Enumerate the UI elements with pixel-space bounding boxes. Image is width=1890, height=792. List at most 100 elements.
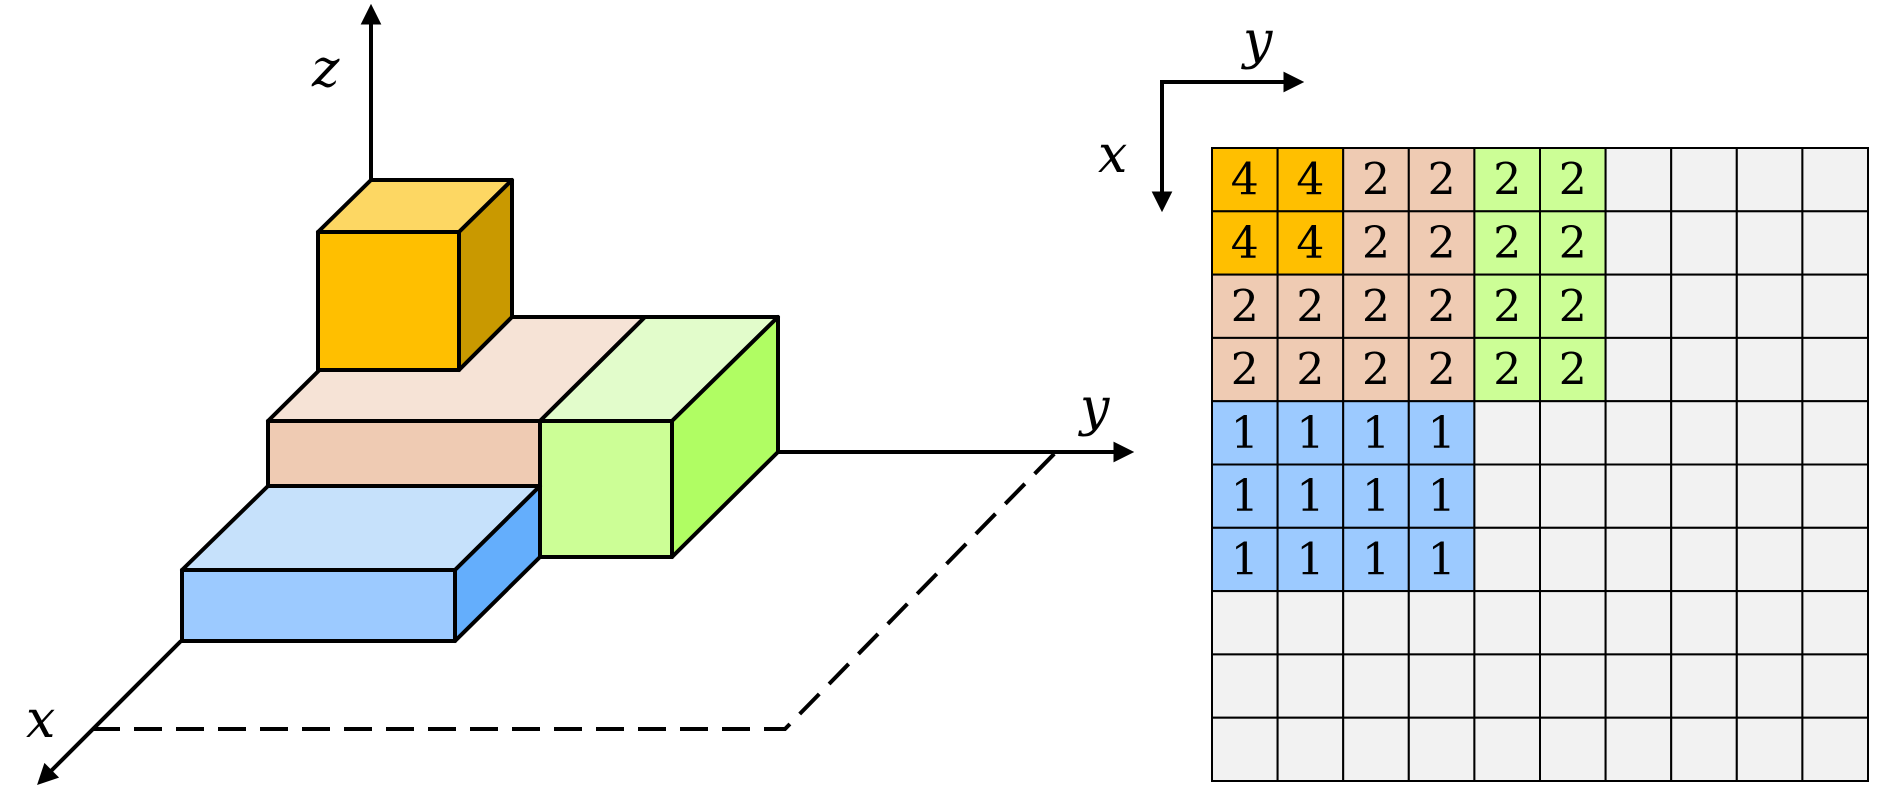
grid-y-axis-label: y (1241, 11, 1273, 71)
grid-cell (1539, 526, 1607, 593)
grid-cell (1539, 400, 1607, 466)
grid-cell (1276, 336, 1345, 403)
grid-cell-value: 1 (1362, 534, 1390, 585)
grid-cell (1735, 463, 1804, 529)
grid-cell-value: 1 (1296, 534, 1324, 585)
grid-cell (1342, 590, 1410, 656)
grid-cell (1276, 400, 1345, 466)
grid-cell (1670, 336, 1738, 403)
grid-cell (1801, 273, 1870, 339)
grid-cell-value: 2 (1428, 218, 1456, 269)
grid-cell-value: 2 (1296, 345, 1324, 396)
grid-x-axis-label: x (1098, 125, 1127, 185)
grid-cell (1473, 400, 1542, 466)
grid-cell (1735, 526, 1804, 593)
grid-cell (1670, 463, 1738, 529)
grid-cell-value: 2 (1428, 345, 1456, 396)
grid-cell (1801, 336, 1870, 403)
grid-cell-value: 4 (1296, 218, 1324, 269)
grid-cell (1670, 653, 1738, 719)
grid-cell (1211, 273, 1279, 339)
grid-cell (1407, 336, 1476, 403)
grid-cell-value: 2 (1362, 345, 1390, 396)
grid-cell (1342, 147, 1410, 213)
grid-cell (1801, 526, 1870, 593)
grid-cell (1539, 716, 1607, 783)
grid-cell (1407, 463, 1476, 529)
isometric-view: z y x (26, 3, 1135, 785)
grid-cell-value: 2 (1559, 281, 1587, 332)
z-axis-label: z (311, 39, 340, 99)
grid-cell (1342, 716, 1410, 783)
grid-cell (1473, 590, 1542, 656)
grid-cell (1539, 463, 1607, 529)
grid-cell-value: 2 (1559, 218, 1587, 269)
grid-cell-value: 2 (1493, 155, 1521, 206)
grid-cell-value: 4 (1231, 218, 1259, 269)
grid-cell (1735, 336, 1804, 403)
grid-cell (1276, 653, 1345, 719)
grid-cell-value: 2 (1559, 345, 1587, 396)
grid-cell (1735, 653, 1804, 719)
grid-cell (1473, 336, 1542, 403)
grid-cell-value: 1 (1231, 471, 1259, 522)
grid-cell-value: 2 (1493, 281, 1521, 332)
grid-cell (1407, 590, 1476, 656)
grid-cell (1604, 273, 1673, 339)
grid-cell (1604, 590, 1673, 656)
grid-cell-value: 2 (1231, 345, 1259, 396)
grid-cell (1276, 590, 1345, 656)
blue-block (180, 484, 542, 643)
grid-cell-value: 2 (1231, 281, 1259, 332)
grid-cell (1670, 590, 1738, 656)
grid-cell (1211, 653, 1279, 719)
grid-cell-value: 1 (1296, 471, 1324, 522)
grid-cell (1407, 400, 1476, 466)
grid-cell (1604, 716, 1673, 783)
grid-cell-value: 4 (1296, 155, 1324, 206)
grid-cell-value: 2 (1362, 218, 1390, 269)
grid-cell (1604, 147, 1673, 213)
grid-cell-value: 2 (1428, 155, 1456, 206)
grid-cell (1801, 400, 1870, 466)
grid-cell (1539, 210, 1607, 276)
grid-cell (1801, 653, 1870, 719)
grid-cell (1407, 716, 1476, 783)
grid-cell (1342, 653, 1410, 719)
x-axis-label: x (26, 690, 55, 750)
grid-cell (1276, 463, 1345, 529)
grid-cell-value: 1 (1428, 408, 1456, 459)
grid-cell (1342, 336, 1410, 403)
grid-cell (1670, 526, 1738, 593)
grid-cell-value: 4 (1231, 155, 1259, 206)
grid-cell (1735, 400, 1804, 466)
grid-cell (1670, 273, 1738, 339)
grid-cell (1539, 653, 1607, 719)
grid-cell (1539, 590, 1607, 656)
grid-cell (1735, 147, 1804, 213)
grid-cell (1473, 147, 1542, 213)
y-axis-label: y (1078, 378, 1110, 438)
grid-cell (1539, 273, 1607, 339)
grid-cell-value: 1 (1296, 408, 1324, 459)
grid-cell (1801, 210, 1870, 276)
grid-cell (1473, 463, 1542, 529)
grid-cell-value: 1 (1362, 471, 1390, 522)
grid-cell (1735, 716, 1804, 783)
grid-cell-value: 2 (1493, 218, 1521, 269)
grid-cell (1670, 210, 1738, 276)
grid-cell (1473, 526, 1542, 593)
grid-cell-value: 2 (1493, 345, 1521, 396)
grid-cell-value: 2 (1428, 281, 1456, 332)
grid-cell (1604, 336, 1673, 403)
grid-cell (1801, 463, 1870, 529)
x-axis (37, 639, 183, 785)
grid-cell (1670, 147, 1738, 213)
grid-cell (1276, 716, 1345, 783)
grid-cell (1211, 210, 1279, 276)
grid-cell (1735, 210, 1804, 276)
grid-cell (1211, 716, 1279, 783)
